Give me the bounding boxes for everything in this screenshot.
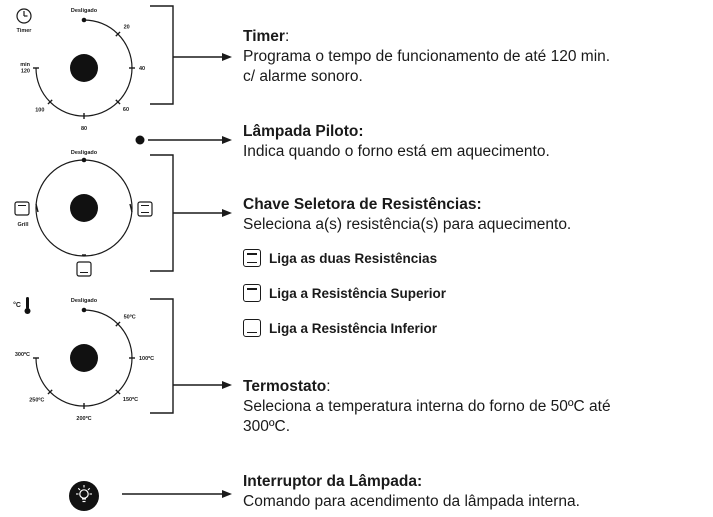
thermostat-tick-label: 150ºC: [123, 397, 138, 403]
grill-label: Grill: [17, 222, 28, 228]
pilot-lamp-icon: [135, 135, 145, 145]
legend-upper-label: Liga a Resistência Superior: [269, 285, 447, 301]
thermostat-tick-label: 300ºC: [15, 352, 30, 358]
selector-knob: [70, 194, 98, 222]
selector-title: Chave Seletora de Resistências:: [243, 196, 482, 213]
pilot-lamp-description: Lâmpada Piloto: Indica quando o forno es…: [243, 122, 550, 162]
thermostat-tick-label: 50ºC: [124, 314, 136, 320]
upper-resistance-icon: [243, 284, 261, 302]
thermostat-title: Termostato: [243, 378, 327, 395]
selector-dial: Desligado Grill: [14, 150, 153, 277]
legend-lower-label: Liga a Resistência Inferior: [269, 320, 438, 336]
selector-off-label: Desligado: [71, 150, 98, 156]
grill-icon: [14, 201, 30, 216]
both-resistances-dial-icon: [137, 201, 153, 217]
timer-icon-label: Timer: [17, 28, 33, 34]
timer-off-marker: [81, 17, 87, 23]
thermostat-tick-label: 100ºC: [139, 356, 154, 362]
pilot-lamp-desc-line-1: Indica quando o forno está em aqueciment…: [243, 143, 550, 160]
lamp-switch-icon: [69, 481, 99, 511]
selector-off-marker: [81, 157, 87, 163]
selector-bracket: [150, 154, 174, 272]
thermostat-tick-mark: [115, 321, 121, 327]
clock-icon: [16, 8, 32, 24]
thermostat-off-marker: [81, 307, 87, 313]
timer-arrow-head: [222, 53, 232, 61]
lamp-switch-arrow-head: [222, 490, 232, 498]
thermostat-desc-line-2: 300ºC.: [243, 418, 291, 435]
thermostat-tick-mark: [115, 389, 121, 395]
timer-tick-label: 40: [139, 66, 145, 72]
selector-desc-line-1: Seleciona a(s) resistência(s) para aquec…: [243, 216, 572, 233]
timer-tick-mark: [47, 99, 53, 105]
lamp-switch-title: Interruptor da Lâmpada:: [243, 473, 423, 490]
timer-desc-line-1: Programa o tempo de funcionamento de até…: [243, 48, 611, 65]
timer-tick-label: min: [20, 62, 30, 68]
timer-tick-label: 100: [35, 108, 44, 114]
lamp-switch-description: Interruptor da Lâmpada: Comando para ace…: [243, 472, 580, 512]
legend-both-label: Liga as duas Resistências: [269, 250, 438, 266]
thermostat-tick-mark: [47, 389, 53, 395]
timer-description: Timer: Programa o tempo de funcionamento…: [243, 27, 610, 87]
lower-resistance-dial-icon: [76, 261, 92, 277]
thermostat-description: Termostato: Seleciona a temperatura inte…: [243, 377, 611, 437]
timer-bracket: [150, 5, 174, 105]
thermostat-off-label: Desligado: [71, 298, 98, 304]
timer-tick-label: 120: [21, 69, 30, 75]
thermostat-dial: °C Desligado 50ºC 100ºC 150ºC 200ºC 250ºC 300…: [13, 297, 154, 422]
timer-tick-mark: [115, 31, 121, 37]
both-resistances-icon: [243, 249, 261, 267]
timer-desc-line-2: c/ alarme sonoro.: [243, 68, 363, 85]
timer-off-label: Desligado: [71, 8, 98, 14]
lamp-switch-desc-line-1: Comando para acendimento da lâmpada inte…: [243, 493, 580, 510]
timer-title-colon: :: [284, 28, 290, 45]
timer-tick-label: 60: [123, 107, 129, 113]
lower-resistance-icon: [243, 319, 261, 337]
selector-arrow-head: [222, 209, 232, 217]
thermostat-tick-label: 250ºC: [29, 398, 44, 404]
thermostat-tick-label: 200ºC: [76, 416, 91, 422]
thermostat-desc-line-1: Seleciona a temperatura interna do forno…: [243, 398, 611, 415]
thermostat-arrow-head: [222, 381, 232, 389]
timer-knob: [70, 54, 98, 82]
celsius-label: °C: [13, 301, 21, 309]
timer-title: Timer: [243, 28, 285, 45]
pilot-lamp-title: Lâmpada Piloto:: [243, 123, 364, 140]
thermostat-bracket: [150, 298, 174, 414]
timer-tick-label: 20: [124, 24, 130, 30]
pilot-lamp-arrow-head: [222, 136, 232, 144]
legend-both: Liga as duas Resistências: [243, 247, 437, 269]
legend-upper: Liga a Resistência Superior: [243, 282, 446, 304]
thermometer-icon: [24, 297, 31, 314]
legend-lower: Liga a Resistência Inferior: [243, 317, 437, 339]
thermostat-knob: [70, 344, 98, 372]
timer-tick-mark: [115, 99, 121, 105]
timer-tick-label: 80: [81, 126, 87, 132]
selector-description: Chave Seletora de Resistências: Selecion…: [243, 195, 571, 235]
thermostat-title-colon: :: [326, 378, 331, 395]
